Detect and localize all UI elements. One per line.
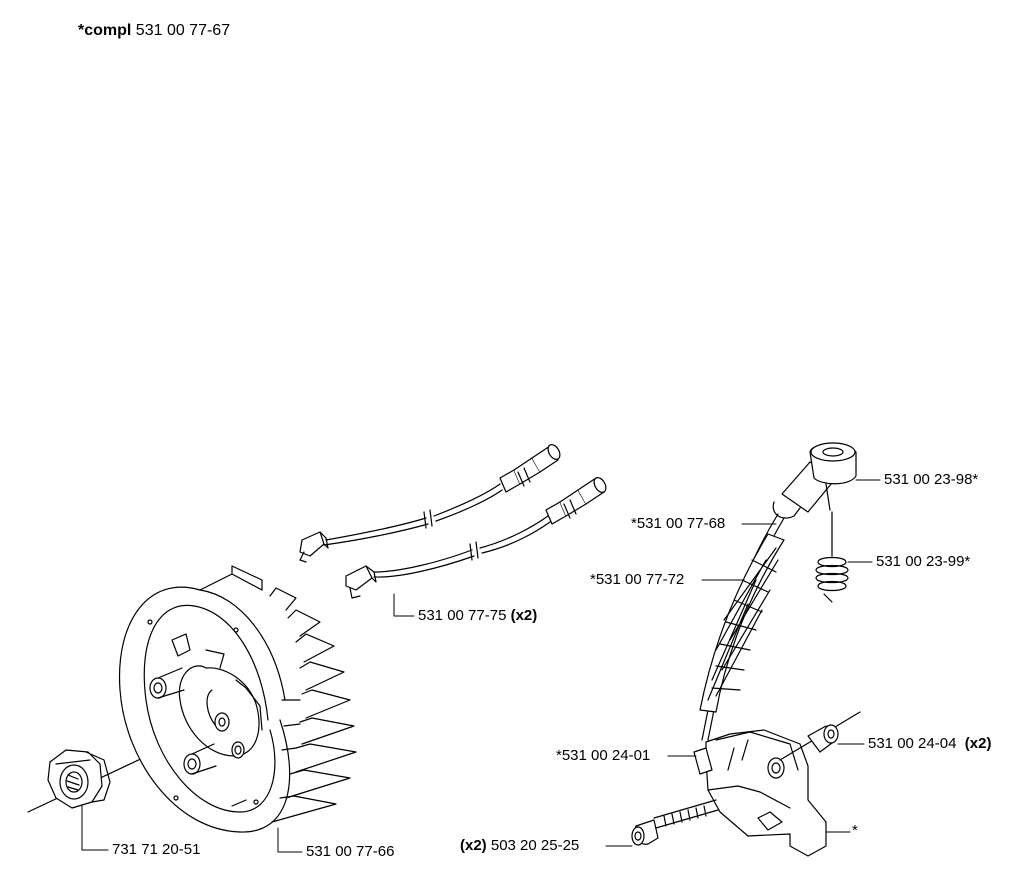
hv-lead-drawing [699, 513, 785, 741]
part-number: 531 00 77-75 [418, 607, 507, 624]
part-number: 531 00 77-72 [595, 571, 685, 588]
part-number: 531 00 77-68 [636, 515, 726, 532]
part-label-ignition-module: * [852, 822, 858, 840]
part-number: 531 00 77-66 [306, 843, 395, 860]
header-prefix: *compl [78, 22, 132, 39]
part-label-coil-screw: (x2) 503 20 25-25 [460, 837, 579, 855]
part-qty: (x2) [964, 735, 992, 752]
flywheel-nut-drawing [47, 749, 111, 809]
part-label-spark-plug-cap: 531 00 23-98* [884, 471, 978, 489]
part-prefix: * [556, 747, 562, 764]
ignition-module-drawing [693, 711, 861, 857]
leader-flywheel-nut [81, 805, 109, 851]
part-label-cap-spring: 531 00 23-99* [876, 553, 970, 571]
part-number: 531 00 24-04 [868, 735, 957, 752]
part-number: 503 20 25-25 [490, 837, 580, 854]
ignition-lead-lower-drawing [345, 477, 607, 599]
part-number: 531 00 23-98* [884, 471, 979, 488]
part-qty: (x2) [510, 607, 538, 624]
part-prefix: * [631, 515, 637, 532]
part-number: 531 00 24-01 [561, 747, 651, 764]
part-number: * [852, 822, 858, 839]
spacer-sleeve-drawing [807, 724, 839, 753]
leader-ignition-lead [393, 593, 415, 617]
spark-plug-cap-drawing [772, 442, 857, 519]
part-label-lead-sleeve: *531 00 77-72 [590, 571, 684, 589]
leader-flywheel [277, 827, 303, 853]
header-number: 531 00 77-67 [135, 22, 231, 39]
flywheel-drawing [118, 565, 357, 833]
cap-spring-drawing [815, 511, 849, 603]
part-label-ignition-lead: 531 00 77-75 (x2) [418, 607, 537, 625]
part-prefix: (x2) [460, 837, 487, 854]
coil-screw-drawing [631, 799, 719, 846]
part-label-hv-lead: *531 00 77-68 [631, 515, 725, 533]
part-label-flywheel-nut: 731 71 20-51 [112, 841, 200, 859]
assembly-header: *compl 531 00 77-67 [78, 22, 230, 40]
part-label-spacer-sleeve: 531 00 24-04 (x2) [868, 735, 991, 753]
part-number: 531 00 23-99* [876, 553, 971, 570]
part-number: 731 71 20-51 [112, 841, 201, 858]
part-label-flywheel: 531 00 77-66 [306, 843, 394, 861]
leader-lines [81, 479, 881, 853]
ignition-lead-upper-drawing [299, 444, 561, 563]
part-prefix: * [590, 571, 596, 588]
part-label-lead-terminal: *531 00 24-01 [556, 747, 650, 765]
